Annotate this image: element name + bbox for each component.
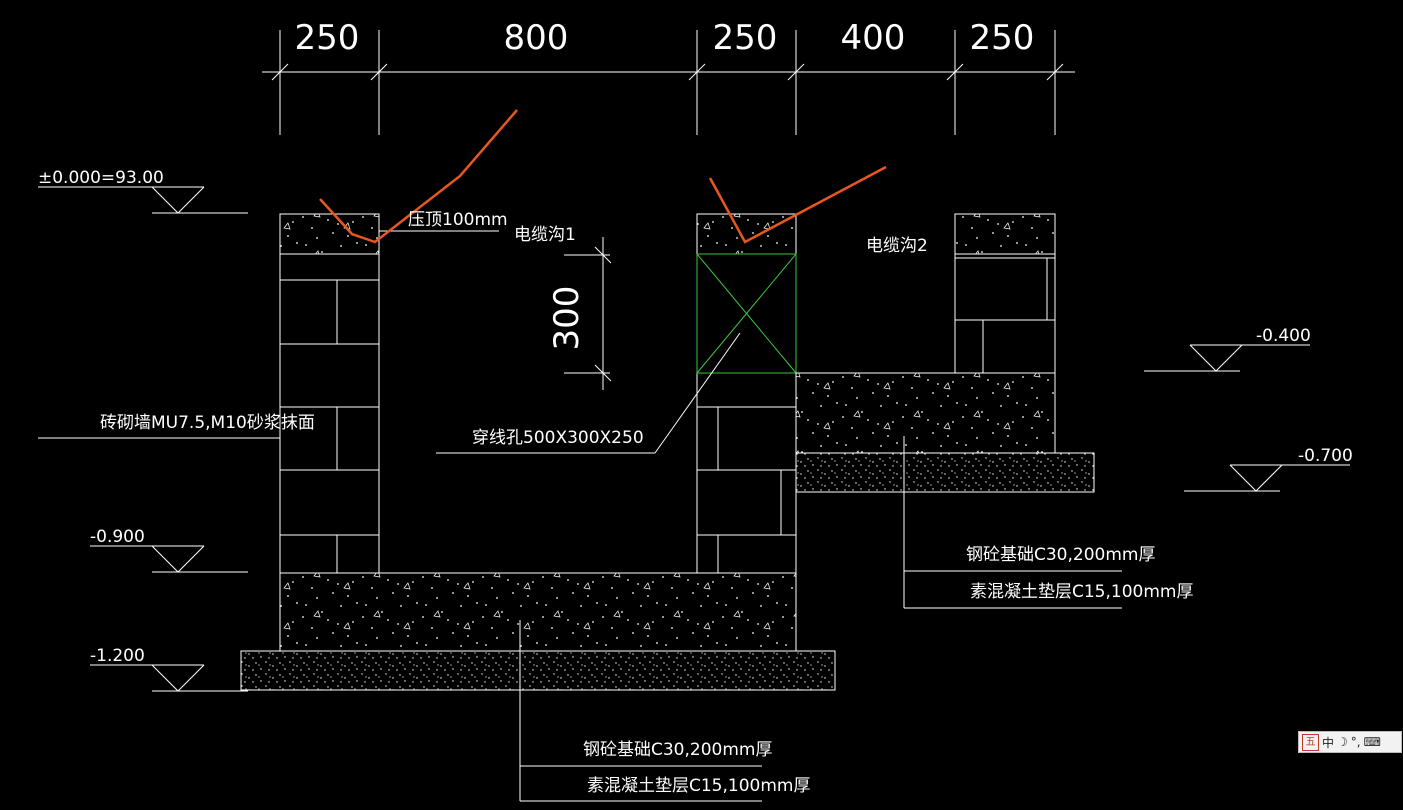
left-wall bbox=[279, 213, 380, 574]
keyboard-icon[interactable]: ⌨ bbox=[1363, 735, 1381, 749]
cable-hole bbox=[696, 253, 797, 374]
dimension-tick bbox=[370, 63, 388, 81]
dimension-tick bbox=[688, 63, 706, 81]
wall-outline bbox=[279, 213, 380, 574]
level-ground: ±0.000=93.00 bbox=[38, 168, 164, 188]
level-marker-minus-0900 bbox=[90, 545, 248, 573]
level-minus-0900: -0.900 bbox=[90, 527, 145, 547]
ime-toolbar[interactable]: 五 中 ☽ °, ⌨ bbox=[1298, 731, 1402, 753]
level-marker-minus-0400 bbox=[1144, 344, 1310, 372]
vertical-dimension-label: 300 bbox=[547, 286, 587, 351]
trench2-label: 电缆沟2 bbox=[866, 236, 928, 256]
ime-logo-icon[interactable]: 五 bbox=[1302, 733, 1319, 751]
dimension-tick bbox=[271, 63, 289, 81]
bottom-foundation bbox=[279, 572, 797, 652]
punctuation-icon[interactable]: °, bbox=[1350, 735, 1361, 749]
level-minus-0400: -0.400 bbox=[1256, 326, 1311, 346]
dimension-label-2: 800 bbox=[504, 18, 569, 58]
dimension-label-1: 250 bbox=[295, 18, 360, 58]
dimension-label-5: 250 bbox=[970, 18, 1035, 58]
bottom-cushion-label: 素混凝土垫层C15,100mm厚 bbox=[587, 776, 810, 796]
moon-icon[interactable]: ☽ bbox=[1337, 735, 1348, 749]
markup-strokes bbox=[319, 109, 887, 244]
level-minus-1200: -1.200 bbox=[90, 646, 145, 666]
trench1-label: 电缆沟1 bbox=[514, 225, 576, 245]
level-minus-0700: -0.700 bbox=[1298, 446, 1353, 466]
level-marker-minus-0700 bbox=[1184, 464, 1350, 492]
wall-cap bbox=[279, 213, 380, 255]
wall-label: 砖砌墙MU7.5,M10砂浆抹面 bbox=[100, 413, 315, 433]
middle-wall bbox=[696, 213, 797, 574]
right-wall bbox=[954, 213, 1056, 374]
bottom-cushion bbox=[240, 650, 836, 691]
right-base-label: 钢砼基础C30,200mm厚 bbox=[966, 545, 1155, 565]
hole-label: 穿线孔500X300X250 bbox=[472, 428, 644, 448]
dimension-label-3: 250 bbox=[713, 18, 778, 58]
dimension-label-4: 400 bbox=[841, 18, 906, 58]
wall-cap bbox=[954, 213, 1056, 255]
wall-cap bbox=[696, 213, 797, 255]
dimension-tick bbox=[1046, 63, 1064, 81]
right-foundation bbox=[795, 372, 1056, 454]
cap-label: 压顶100mm bbox=[408, 210, 508, 230]
ime-mode-toggle[interactable]: 中 bbox=[1322, 735, 1335, 750]
leader-lines bbox=[38, 230, 1122, 802]
right-cushion-label: 素混凝土垫层C15,100mm厚 bbox=[970, 582, 1193, 602]
dimension-chain bbox=[262, 30, 1075, 135]
right-cushion bbox=[795, 452, 1095, 493]
level-marker-minus-1200 bbox=[90, 664, 248, 692]
dimension-tick bbox=[787, 63, 805, 81]
vertical-dimension bbox=[564, 237, 612, 390]
dimension-tick bbox=[946, 63, 964, 81]
level-marker-ground bbox=[38, 186, 248, 214]
bottom-base-label: 钢砼基础C30,200mm厚 bbox=[583, 740, 772, 760]
